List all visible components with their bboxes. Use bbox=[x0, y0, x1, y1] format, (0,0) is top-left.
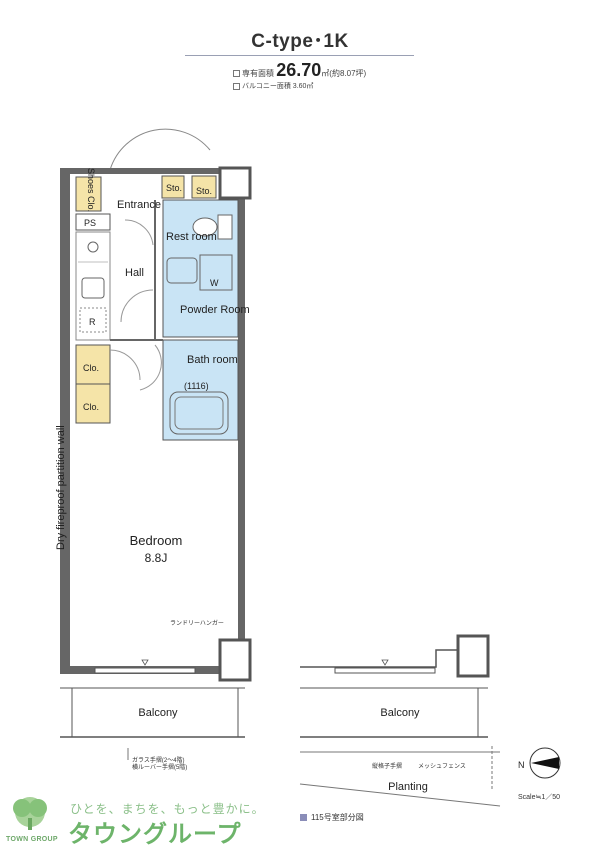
north-label: N bbox=[518, 760, 525, 770]
storage-1 bbox=[161, 175, 185, 199]
window-marker bbox=[141, 659, 149, 666]
area-row: 専有面積 26.70㎡(約8.07坪) bbox=[233, 60, 366, 81]
balcony-left-label: Balcony bbox=[138, 707, 178, 719]
north-arrow-icon bbox=[531, 757, 559, 769]
pipe-space bbox=[75, 213, 111, 231]
bathtub-inner bbox=[174, 396, 224, 430]
balcony-right-label: Balcony bbox=[380, 707, 420, 719]
partial-pillar bbox=[456, 634, 490, 678]
washer-label: W bbox=[210, 278, 219, 288]
bedroom-size-label: 8.8J bbox=[145, 551, 168, 565]
balcony-area-row: バルコニー面積 3.60㎡ bbox=[233, 81, 313, 91]
shoes-closet bbox=[75, 176, 102, 212]
door-swing-arc bbox=[109, 128, 211, 171]
partial-window bbox=[334, 667, 436, 674]
storage-2-label: Sto. bbox=[196, 186, 212, 196]
legend-label: 115号室部分図 bbox=[311, 813, 364, 822]
bathtub bbox=[169, 391, 229, 435]
balcony-area: バルコニー面積 3.60㎡ bbox=[242, 83, 314, 90]
brand-english: TOWN GROUP bbox=[6, 836, 58, 843]
glass-railing-note: ガラス手摺(2～4階) bbox=[132, 756, 185, 764]
bedroom-label: Bedroom bbox=[130, 533, 183, 548]
bathroom-size-label: (1116) bbox=[184, 381, 209, 391]
plan-title: C-type･1K bbox=[251, 31, 349, 52]
storage-2 bbox=[191, 175, 217, 199]
bathroom-label: Bath room bbox=[187, 354, 238, 366]
hall-label: Hall bbox=[125, 267, 144, 279]
bedroom-door-arc bbox=[139, 344, 162, 391]
toilet-tank bbox=[217, 214, 233, 240]
fridge-label: R bbox=[89, 317, 96, 327]
mesh-fence-note: メッシュフェンス bbox=[418, 763, 466, 770]
entrance-label: Entrance bbox=[117, 199, 161, 211]
closet-2-label: Clo. bbox=[83, 402, 99, 412]
brand-slogan: ひとを、まちを、もっと豊かに。 bbox=[70, 802, 265, 816]
lattice-fence-note: 縦格子手摺 bbox=[372, 762, 402, 770]
top-wall bbox=[60, 168, 245, 174]
sink-icon bbox=[81, 277, 105, 299]
closet-door-arc bbox=[109, 349, 141, 381]
legend-swatch bbox=[300, 814, 307, 822]
powder-room-label: Powder Room bbox=[180, 304, 250, 316]
title-underline bbox=[185, 55, 414, 56]
closet-1-label: Clo. bbox=[83, 363, 99, 373]
bullet-square bbox=[233, 82, 240, 90]
right-wall bbox=[238, 168, 245, 673]
partial-window-marker bbox=[381, 659, 389, 666]
area-value: 26.70 bbox=[276, 60, 322, 80]
window-frame bbox=[94, 667, 196, 674]
pipe-space-label: PS bbox=[84, 218, 96, 228]
restroom-door-arc bbox=[124, 219, 154, 246]
pillar-bottom bbox=[218, 638, 252, 682]
pillar-top bbox=[218, 166, 252, 200]
wash-basin bbox=[166, 257, 198, 284]
fridge-space bbox=[79, 307, 107, 333]
partial-wall bbox=[300, 636, 459, 668]
laundry-hanger-label: ランドリーハンガー bbox=[170, 619, 224, 627]
partition-wall-label: Dry fireproof partition wall bbox=[55, 425, 67, 550]
tree-logo-icon bbox=[13, 797, 47, 830]
planting-label: Planting bbox=[388, 781, 428, 793]
legend: 115号室部分図 bbox=[300, 812, 364, 823]
storage-1-label: Sto. bbox=[166, 183, 182, 193]
powder-door-arc bbox=[120, 289, 154, 323]
toilet-bowl bbox=[192, 217, 218, 237]
area-tsubo: (約8.07坪) bbox=[329, 69, 367, 78]
left-wall bbox=[60, 168, 70, 673]
scale-label: Scale≒1／50 bbox=[518, 794, 561, 801]
area-unit: ㎡ bbox=[321, 69, 330, 78]
planting-boundary bbox=[299, 783, 501, 807]
washer-space bbox=[199, 254, 233, 291]
stove-icon bbox=[87, 241, 99, 253]
bullet-square bbox=[233, 70, 240, 78]
area-label: 専有面積 bbox=[242, 69, 274, 78]
brand-name: タウングループ bbox=[68, 821, 242, 848]
restroom-label: Rest room bbox=[166, 231, 217, 243]
shoes-closet-label: Shoes Clo. bbox=[86, 168, 96, 212]
louver-railing-note: 横ルーバー手摺(5階) bbox=[132, 763, 187, 771]
compass-circle bbox=[529, 747, 561, 779]
